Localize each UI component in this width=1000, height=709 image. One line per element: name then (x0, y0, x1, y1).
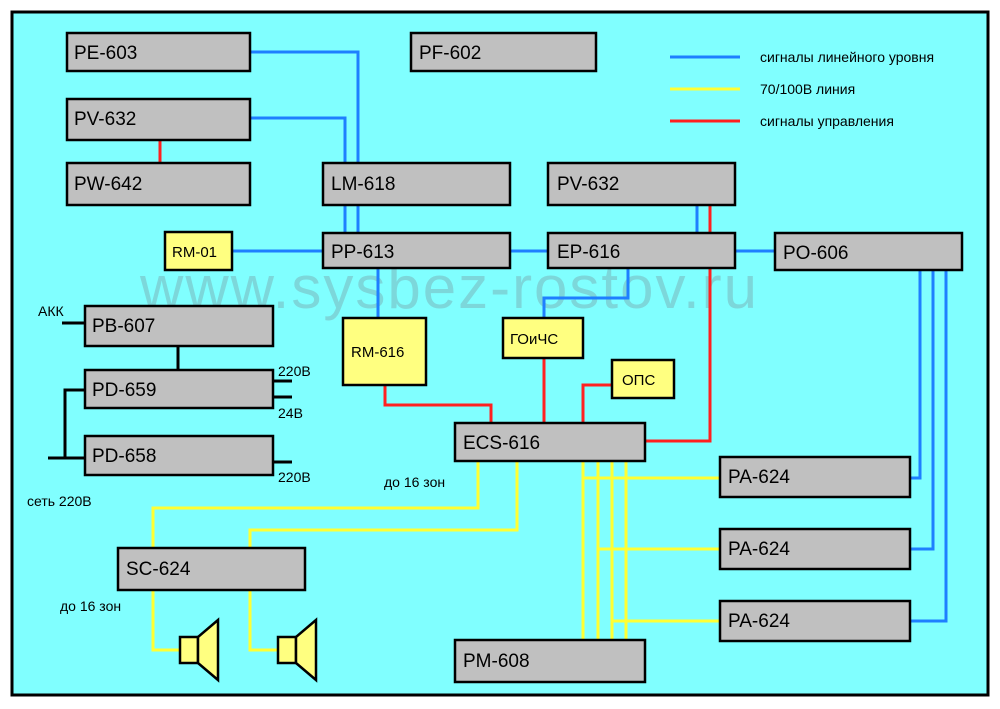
mains-label: сеть 220В (27, 493, 92, 509)
voltage-24-label: 24В (278, 405, 303, 421)
svg-text:PP-613: PP-613 (331, 242, 394, 263)
svg-text:LM-618: LM-618 (331, 174, 395, 195)
device-pd659: PD-659 (83, 368, 275, 410)
device-lm618: LM-618 (321, 161, 512, 207)
svg-text:RM-01: RM-01 (172, 244, 217, 261)
device-pm608: PM-608 (453, 638, 647, 684)
zones-sc-label: до 16 зон (60, 598, 121, 614)
svg-text:PF-602: PF-602 (419, 43, 481, 64)
voltage-220-bottom-label: 220В (278, 469, 311, 485)
svg-text:PA-624: PA-624 (728, 467, 790, 488)
svg-text:PD-659: PD-659 (92, 380, 156, 401)
device-pa624-1: PA-624 (718, 455, 912, 499)
svg-text:SC-624: SC-624 (126, 559, 191, 580)
speaker-right-icon (276, 617, 318, 683)
power-connections (48, 321, 292, 464)
voltage-220-top-label: 220В (278, 363, 311, 379)
device-ep616: EP-616 (546, 231, 737, 270)
svg-text:RM-616: RM-616 (351, 344, 404, 361)
device-po606: PO-606 (773, 231, 964, 272)
device-pf602: PF-602 (409, 31, 598, 73)
device-pe603: PE-603 (65, 31, 252, 73)
device-pv632-right: PV-632 (546, 161, 737, 207)
device-pp613: PP-613 (321, 231, 512, 270)
blue-connections (232, 50, 948, 623)
legend-yellow-label: 70/100В линия (760, 81, 855, 97)
device-rm616: RM-616 (341, 316, 428, 387)
device-pb607: PB-607 (83, 304, 275, 348)
device-pd658: PD-658 (83, 434, 275, 477)
legend-blue-label: сигналы линейного уровня (760, 49, 934, 65)
svg-text:PA-624: PA-624 (728, 539, 790, 560)
svg-text:PA-624: PA-624 (728, 611, 790, 632)
device-rm01: RM-01 (163, 230, 234, 272)
svg-text:ECS-616: ECS-616 (463, 433, 540, 454)
device-pv632-left: PV-632 (65, 97, 252, 142)
akk-label: АКК (38, 303, 64, 319)
device-goichs: ГОиЧС (501, 316, 585, 360)
yellow-connections (151, 461, 720, 652)
device-pw642: PW-642 (65, 161, 252, 207)
svg-text:PB-607: PB-607 (92, 316, 155, 337)
svg-text:ГОиЧС: ГОиЧС (510, 331, 558, 348)
svg-text:PV-632: PV-632 (557, 174, 619, 195)
svg-text:EP-616: EP-616 (557, 242, 620, 263)
device-ops: ОПС (610, 358, 676, 400)
zones-ecs-label: до 16 зон (384, 474, 445, 490)
device-pa624-2: PA-624 (718, 527, 912, 571)
svg-text:PW-642: PW-642 (74, 174, 142, 195)
speaker-left-icon (178, 617, 220, 683)
legend: сигналы линейного уровня 70/100В линия с… (670, 49, 934, 129)
svg-text:PO-606: PO-606 (783, 243, 848, 264)
svg-text:ОПС: ОПС (622, 372, 655, 389)
svg-text:PV-632: PV-632 (74, 109, 136, 130)
device-sc624: SC-624 (116, 546, 307, 592)
device-ecs616: ECS-616 (453, 421, 647, 463)
svg-text:PE-603: PE-603 (74, 43, 137, 64)
svg-text:PM-608: PM-608 (463, 651, 530, 672)
device-pa624-3: PA-624 (718, 599, 912, 643)
svg-text:PD-658: PD-658 (92, 446, 156, 467)
red-connections (158, 140, 712, 443)
legend-red-label: сигналы управления (760, 113, 894, 129)
